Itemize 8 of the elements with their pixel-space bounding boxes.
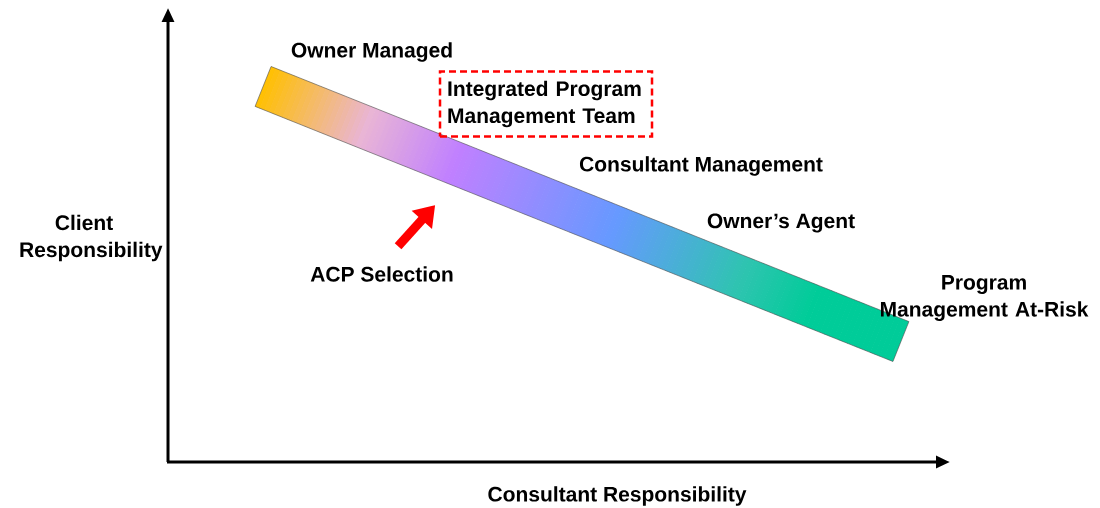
text-label: Program Management At-Risk — [881, 275, 1089, 321]
text-label: Consultant Responsibility — [488, 486, 747, 506]
text-label: Owner’s Agent — [707, 213, 855, 233]
text-label: ACP Selection — [310, 266, 453, 282]
dashed-box: Integrated Program Management Team — [438, 70, 654, 138]
text-label: Owner Managed — [291, 42, 452, 62]
text-label: Client Responsibility — [20, 214, 163, 262]
text-label: Consultant Management — [579, 156, 823, 176]
